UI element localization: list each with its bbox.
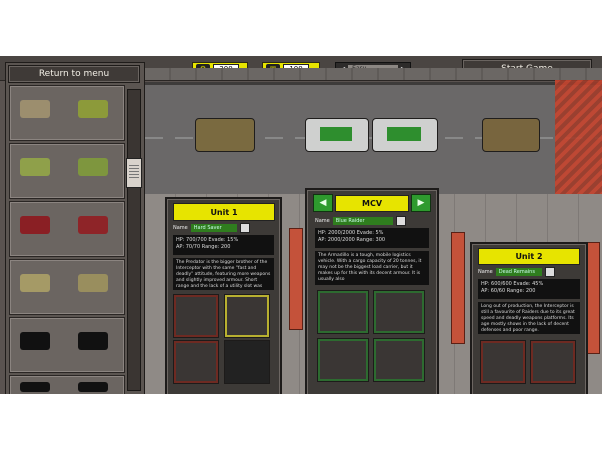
armor-slot[interactable]	[173, 340, 219, 384]
cargo-slot[interactable]	[317, 338, 369, 382]
vehicle-silhouette-icon	[20, 332, 50, 350]
stat-line: AP: 2000/2000 Range: 300	[318, 237, 386, 243]
unit-2-name-row: Name Dead Remains	[478, 266, 555, 277]
unit-2-title: Unit 2	[478, 248, 580, 265]
vehicle-slot-3[interactable]	[9, 201, 125, 257]
stat-line: HP: 2000/2000 Evade: 5%	[318, 230, 384, 236]
vehicle-slot-6[interactable]	[9, 375, 125, 394]
mcv-name-row: Name Blue Raider	[315, 215, 406, 226]
vehicle-slot-4[interactable]	[9, 259, 125, 315]
edit-icon[interactable]	[239, 222, 250, 233]
unit-2-name-field[interactable]: Dead Remains	[495, 267, 542, 276]
vehicle-slot-2[interactable]	[9, 143, 125, 199]
unit-2-description: Long out of production, the Interceptor …	[478, 302, 580, 334]
mcv-trailer[interactable]	[372, 118, 438, 152]
unit-1-name-field[interactable]: Hard Saver	[190, 223, 237, 232]
unit-2-stats: HP: 600/600 Evade: 45% AP: 60/60 Range: …	[478, 279, 580, 299]
unit-2-card: Unit 2 Name Dead Remains HP: 600/600 Eva…	[470, 242, 588, 394]
vehicle-icon	[78, 158, 108, 176]
cargo-slot[interactable]	[317, 290, 369, 334]
mcv-description: The Armadillo is a tough, mobile logisti…	[315, 251, 429, 285]
cargo-bay	[387, 127, 421, 141]
return-to-menu-button[interactable]: Return to menu	[8, 65, 140, 83]
vehicle-silhouette-icon	[78, 332, 108, 350]
mcv-vehicle[interactable]	[305, 118, 369, 152]
pillar	[289, 228, 303, 330]
sidebar-scrollbar[interactable]	[126, 89, 142, 391]
cargo-slot[interactable]	[373, 290, 425, 334]
weapon-slot[interactable]	[480, 340, 526, 384]
vehicle-slot-5[interactable]	[9, 317, 125, 373]
cargo-bay	[320, 127, 352, 141]
wall	[145, 68, 602, 80]
interceptor-vehicle[interactable]	[482, 118, 540, 152]
name-label: Name	[478, 268, 493, 275]
vehicle-icon	[20, 100, 50, 118]
pillar	[451, 232, 465, 344]
empty-slot[interactable]	[224, 340, 270, 384]
vehicle-icon	[20, 158, 50, 176]
vehicle-icon	[20, 274, 50, 292]
stat-line: AP: 70/70 Range: 200	[176, 244, 231, 250]
stat-line: HP: 600/600 Evade: 45%	[481, 281, 544, 287]
unit-1-card: Unit 1 Name Hard Saver HP: 700/700 Evade…	[165, 197, 282, 394]
mcv-stats: HP: 2000/2000 Evade: 5% AP: 2000/2000 Ra…	[315, 228, 429, 248]
vehicle-icon	[78, 216, 108, 234]
pillar	[586, 242, 600, 354]
stat-line: AP: 60/60 Range: 200	[481, 288, 536, 294]
weapon-slot[interactable]	[530, 340, 576, 384]
vehicle-silhouette-icon	[78, 382, 108, 392]
vehicle-silhouette-icon	[20, 382, 50, 392]
weapon-slot[interactable]	[173, 294, 219, 338]
garage-door	[555, 80, 602, 195]
vehicle-icon	[78, 100, 108, 118]
name-label: Name	[173, 224, 188, 231]
name-label: Name	[315, 217, 330, 224]
unit-1-name-row: Name Hard Saver	[173, 222, 250, 233]
vehicle-icon	[20, 216, 50, 234]
unit-1-title: Unit 1	[173, 203, 275, 221]
stat-line: HP: 700/700 Evade: 15%	[176, 237, 239, 243]
unit-1-description: The Predator is the bigger brother of th…	[173, 258, 274, 290]
vehicle-sidebar: Return to menu	[5, 62, 145, 394]
edit-icon[interactable]	[544, 266, 555, 277]
predator-vehicle[interactable]	[195, 118, 255, 152]
mcv-title: MCV	[335, 195, 409, 212]
vehicle-slot-1[interactable]	[9, 85, 125, 141]
edit-icon[interactable]	[395, 215, 406, 226]
next-unit-button[interactable]: ▶	[411, 194, 431, 212]
previous-unit-button[interactable]: ◀	[313, 194, 333, 212]
mcv-name-field[interactable]: Blue Raider	[332, 216, 393, 225]
cargo-slot[interactable]	[373, 338, 425, 382]
unit-1-stats: HP: 700/700 Evade: 15% AP: 70/70 Range: …	[173, 235, 274, 255]
game-screen: Return to menu ⚙ 20	[0, 56, 602, 394]
mcv-card: ◀ MCV ▶ Name Blue Raider HP: 2000/2000 E…	[305, 188, 439, 394]
weapon-slot[interactable]	[224, 294, 270, 338]
scrollbar-thumb[interactable]	[126, 158, 142, 188]
vehicle-icon	[78, 274, 108, 292]
